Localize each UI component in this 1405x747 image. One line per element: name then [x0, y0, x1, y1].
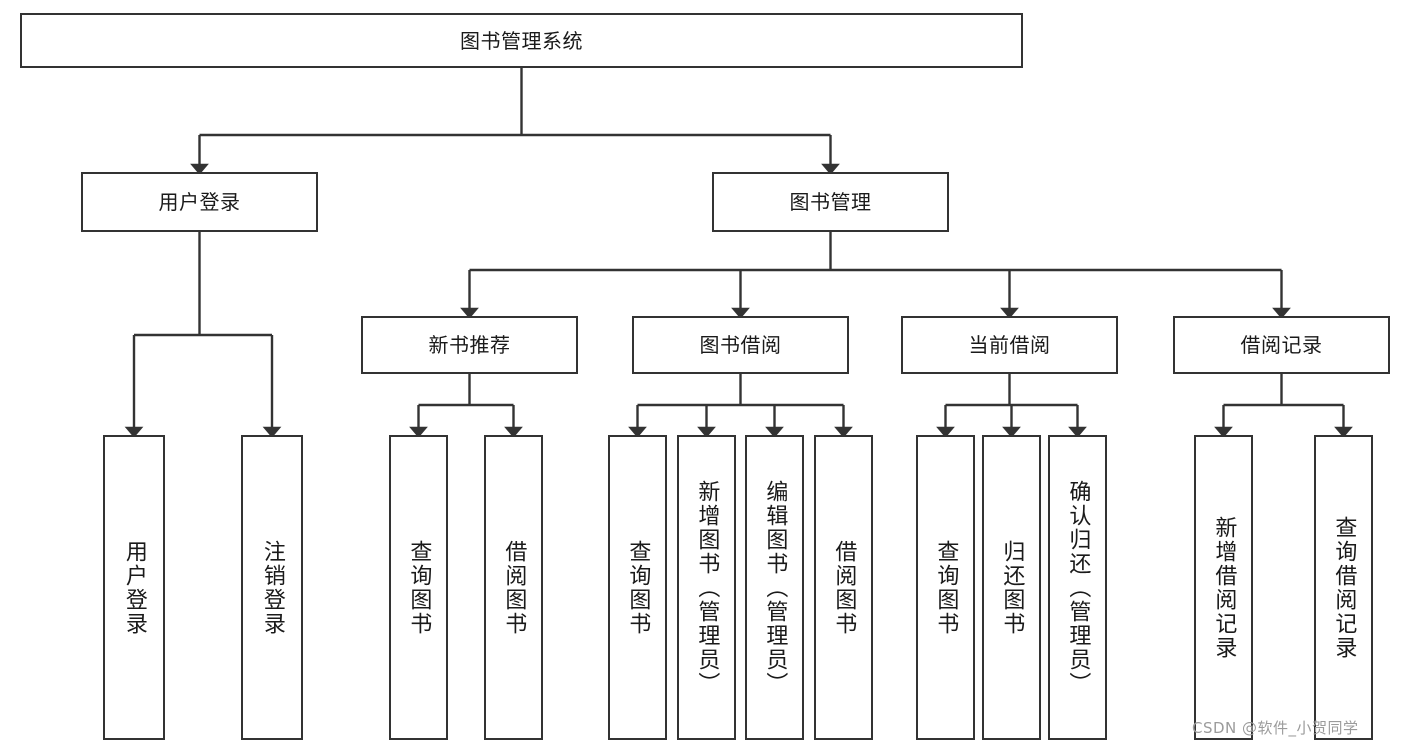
- node-book-borrow[interactable]: 图书借阅: [632, 316, 849, 374]
- node-leaf-edit-book[interactable]: 编辑图书（管理员）: [745, 435, 804, 740]
- node-leaf-return-book[interactable]: 归还图书: [982, 435, 1041, 740]
- node-new-book-recommend[interactable]: 新书推荐: [361, 316, 578, 374]
- node-book-manage[interactable]: 图书管理: [712, 172, 949, 232]
- node-leaf-confirm-return[interactable]: 确认归还（管理员）: [1048, 435, 1107, 740]
- node-current-borrow[interactable]: 当前借阅: [901, 316, 1118, 374]
- node-leaf-add-borrow-record[interactable]: 新增借阅记录: [1194, 435, 1253, 740]
- node-leaf-user-logout[interactable]: 注销登录: [241, 435, 303, 740]
- node-leaf-query-book-recommend[interactable]: 查询图书: [389, 435, 448, 740]
- csdn-watermark: CSDN @软件_小贺同学: [1192, 719, 1359, 737]
- node-leaf-user-login[interactable]: 用户登录: [103, 435, 165, 740]
- node-leaf-add-book[interactable]: 新增图书（管理员）: [677, 435, 736, 740]
- node-borrow-record[interactable]: 借阅记录: [1173, 316, 1390, 374]
- node-leaf-query-book-borrow[interactable]: 查询图书: [608, 435, 667, 740]
- node-user-login[interactable]: 用户登录: [81, 172, 318, 232]
- node-leaf-borrow-book-recommend[interactable]: 借阅图书: [484, 435, 543, 740]
- node-leaf-borrow-book[interactable]: 借阅图书: [814, 435, 873, 740]
- node-leaf-query-book-current[interactable]: 查询图书: [916, 435, 975, 740]
- node-leaf-query-borrow-record[interactable]: 查询借阅记录: [1314, 435, 1373, 740]
- node-root[interactable]: 图书管理系统: [20, 13, 1023, 68]
